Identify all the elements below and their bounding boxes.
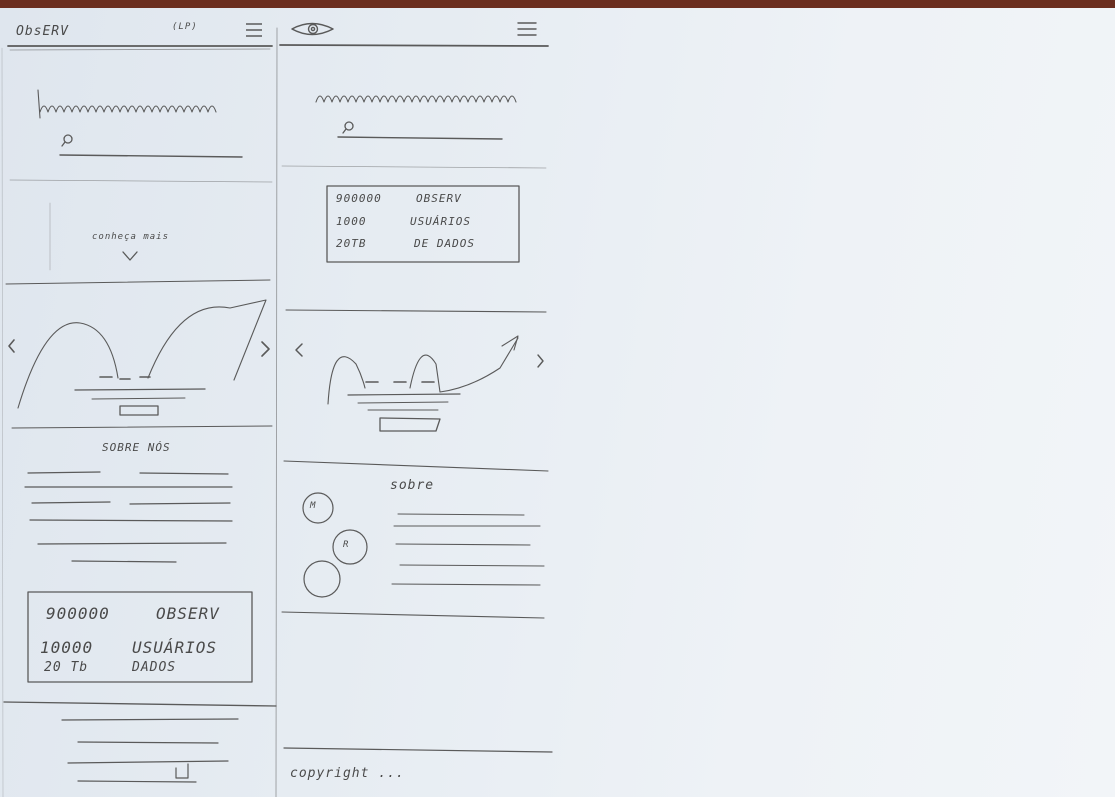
right-stat-1-label: OBSERV xyxy=(416,192,462,205)
carousel-chart xyxy=(17,322,119,409)
right-about-text-lines xyxy=(391,513,545,586)
avatar-1-initial: M xyxy=(310,501,317,511)
right-stat-3-label: DE DADOS xyxy=(414,237,475,250)
stat-2-label: USUÁRIOS xyxy=(132,638,218,657)
about-text-lines xyxy=(24,471,233,563)
paper-sheet: ObsERV (LP) conheça mais SOBRE NÓS 90000… xyxy=(0,8,1115,797)
right-about-title: sobre xyxy=(390,478,435,493)
stat-1-label: OBSERV xyxy=(156,604,220,623)
right-hamburger-icon xyxy=(517,22,537,36)
hamburger-icon[interactable] xyxy=(244,20,266,40)
logo[interactable]: ObsERV xyxy=(16,24,69,39)
right-stats-box-outline xyxy=(326,185,520,263)
right-chevron-left-icon xyxy=(295,343,303,357)
stat-3-label: DADOS xyxy=(132,660,177,675)
right-hero-scribble xyxy=(315,95,517,103)
chevron-down-icon xyxy=(122,251,138,261)
right-chevron-right-icon xyxy=(537,354,544,368)
stat-3-value: 20 Tb xyxy=(44,660,89,675)
chevron-left-icon xyxy=(8,339,15,353)
footer-lines xyxy=(61,718,239,783)
right-stat-2-value: 1000 xyxy=(336,215,367,228)
stat-1-value: 900000 xyxy=(46,604,110,623)
eye-icon xyxy=(291,22,334,36)
right-stat-3-value: 20TB xyxy=(336,237,367,250)
search-icon xyxy=(61,134,73,147)
avatar-1 xyxy=(302,492,334,524)
hero-scribble xyxy=(37,89,217,119)
cta-label[interactable]: conheça mais xyxy=(92,232,170,242)
avatar-2 xyxy=(332,529,368,565)
about-title: SOBRE NÓS xyxy=(102,441,171,454)
sketch-lines xyxy=(1,22,553,797)
chevron-right-icon xyxy=(261,341,270,357)
avatar-2-initial: R xyxy=(343,540,350,550)
right-search-icon xyxy=(342,121,354,134)
right-carousel-chart xyxy=(327,356,366,405)
avatar-3 xyxy=(303,560,341,598)
copyright-text: copyright ... xyxy=(290,766,405,781)
stat-2-value: 10000 xyxy=(40,638,94,657)
right-stat-2-label: USUÁRIOS xyxy=(410,215,471,228)
right-stat-1-value: 900000 xyxy=(336,192,382,205)
lp-badge: (LP) xyxy=(172,22,198,32)
stats-box-outline xyxy=(27,591,253,683)
